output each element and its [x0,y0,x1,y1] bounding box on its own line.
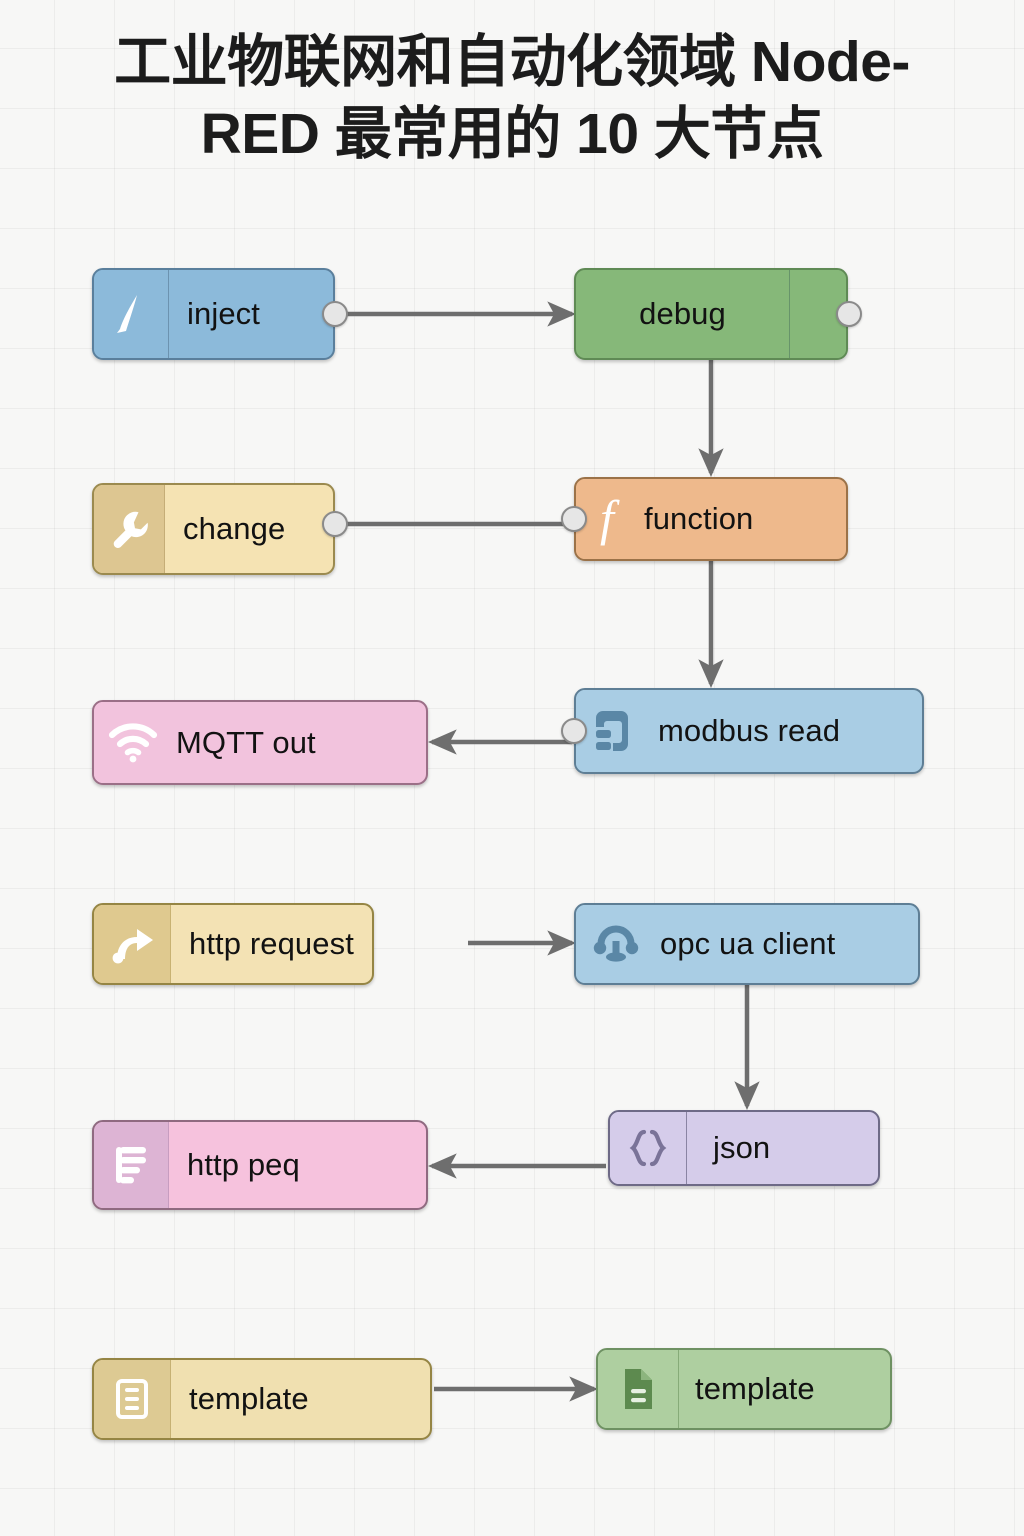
wifi-icon [94,702,172,783]
node-label: change [183,511,286,546]
svg-text:f: f [600,491,620,546]
node-modbus-read[interactable]: modbus read [574,688,924,774]
node-label: debug [639,296,726,331]
node-http-request[interactable]: http request [92,903,374,985]
port-output-inject[interactable] [322,301,348,327]
node-label: inject [187,296,260,331]
node-label: function [644,501,754,536]
node-change[interactable]: change [92,483,335,575]
node-function[interactable]: f function [574,477,848,561]
port-output-debug[interactable] [836,301,862,327]
node-divider [789,270,790,358]
node-template-left[interactable]: template [92,1358,432,1440]
node-divider [164,485,165,573]
node-label: http peq [187,1147,300,1182]
node-label: http request [189,926,354,961]
node-divider [170,905,171,983]
http-lines-icon [94,1122,168,1208]
braces-icon [610,1112,686,1184]
node-label: template [189,1381,309,1416]
node-opc-ua-client[interactable]: opc ua client [574,903,920,985]
node-label: json [713,1130,771,1165]
opc-hub-icon [576,905,656,983]
inject-arrow-icon [94,270,168,358]
curved-arrow-icon [94,905,170,983]
modbus-server-icon [576,690,652,772]
node-divider [678,1350,679,1428]
node-divider [170,1360,171,1438]
node-divider [168,270,169,358]
document-outline-icon [94,1360,170,1438]
document-filled-icon [598,1350,678,1428]
node-label: template [695,1371,815,1406]
node-label: MQTT out [176,724,316,760]
page-title-line-2: RED 最常用的 10 大节点 [200,102,824,167]
port-input-modbus-read[interactable] [561,718,587,744]
page-title: 工业物联网和自动化领域 Node- RED 最常用的 10 大节点 [60,26,964,171]
node-label: modbus read [658,713,841,748]
port-output-change[interactable] [322,511,348,537]
node-divider [168,1122,169,1208]
node-debug[interactable]: debug [574,268,848,360]
node-label: opc ua client [660,926,836,961]
page-title-line-1: 工业物联网和自动化领域 Node- [114,30,910,94]
wrench-icon [94,485,164,573]
node-json[interactable]: json [608,1110,880,1186]
node-divider [686,1112,687,1184]
node-mqtt-out[interactable]: MQTT out [92,700,428,785]
port-input-function[interactable] [561,506,587,532]
node-inject[interactable]: inject [92,268,335,360]
node-template-right[interactable]: template [596,1348,892,1430]
node-http-peq[interactable]: http peq [92,1120,428,1210]
